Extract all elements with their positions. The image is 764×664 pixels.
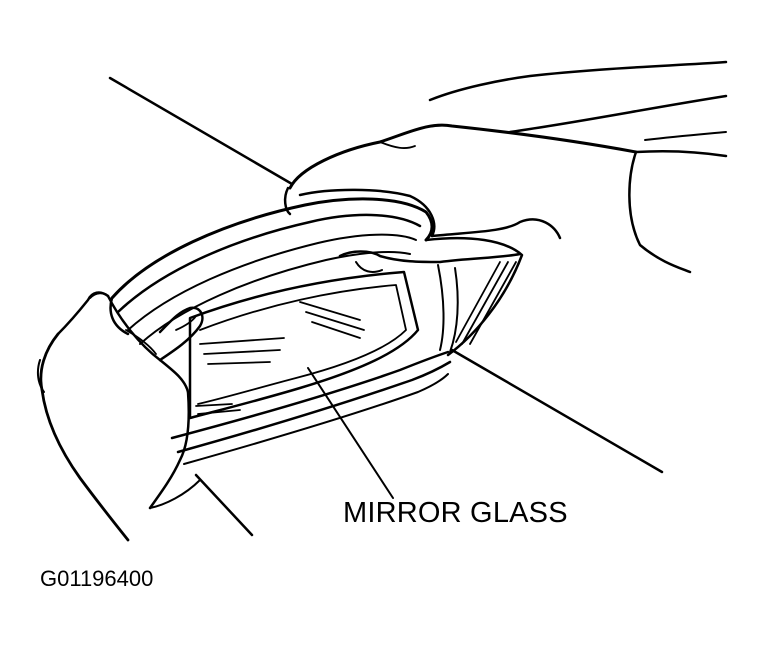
glass-highlight — [299, 301, 361, 321]
figure-code-label: G01196400 — [40, 566, 154, 591]
glass-highlight — [199, 337, 285, 345]
mirror-glass-label: MIRROR GLASS — [343, 497, 568, 529]
leader-line-upper-left — [108, 76, 294, 186]
glass-highlight — [195, 403, 233, 407]
leader-line-lower-right — [450, 348, 664, 474]
glass-highlight — [305, 311, 365, 331]
glass-highlight — [197, 409, 241, 415]
glass-highlight — [203, 349, 281, 355]
mirror-housing — [109, 197, 524, 465]
glass-highlight — [311, 321, 361, 339]
left-hand — [36, 291, 204, 542]
right-hand — [283, 60, 728, 274]
glass-highlight — [207, 361, 271, 365]
mirror-glass-callout-line — [307, 367, 394, 499]
mirror-glass — [188, 270, 420, 420]
leader-line-lower-left — [194, 473, 254, 537]
